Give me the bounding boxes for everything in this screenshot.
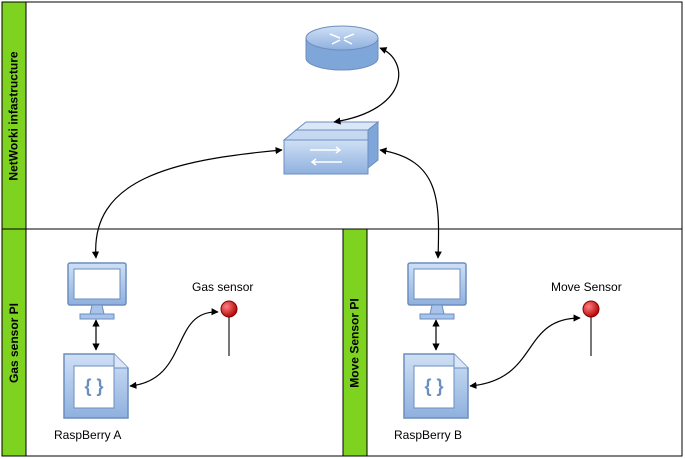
lane-move-header bbox=[342, 228, 368, 457]
edge-script-b-move-sensor bbox=[469, 314, 581, 390]
move-sensor-label: Move Sensor bbox=[551, 280, 622, 294]
connectors bbox=[91, 47, 581, 390]
edge-switch-monitor-b bbox=[379, 147, 442, 259]
raspberry-b-label: RaspBerry B bbox=[394, 428, 463, 442]
switch-icon bbox=[282, 120, 380, 175]
lane-gas-title: Gas sensor PI bbox=[7, 302, 22, 383]
lane-network-title: NetWorki infastructure bbox=[7, 50, 22, 181]
lane-move-sensor bbox=[342, 228, 683, 457]
lane-gas-sensor bbox=[1, 228, 344, 457]
monitor-icon-a bbox=[67, 262, 127, 320]
router-icon bbox=[305, 25, 379, 71]
edge-router-switch bbox=[333, 47, 400, 125]
svg-text:{ }: { } bbox=[424, 376, 443, 396]
svg-text:{ }: { } bbox=[84, 376, 103, 396]
gas-sensor-label: Gas sensor bbox=[192, 280, 254, 294]
raspberry-a-label: RaspBerry A bbox=[54, 428, 122, 442]
edge-script-a-gas-sensor bbox=[129, 308, 219, 389]
monitor-icon-b bbox=[407, 262, 467, 320]
move-sensor-pin-icon bbox=[582, 300, 600, 356]
script-file-icon-b: { } bbox=[403, 353, 469, 419]
lane-move-title: Move Sensor PI bbox=[348, 297, 362, 388]
lane-network-header bbox=[1, 1, 27, 230]
gas-sensor-pin-icon bbox=[220, 300, 238, 356]
script-file-icon-a: { } bbox=[63, 353, 129, 419]
lane-gas-header bbox=[1, 228, 27, 457]
edge-switch-monitor-a bbox=[91, 146, 283, 259]
